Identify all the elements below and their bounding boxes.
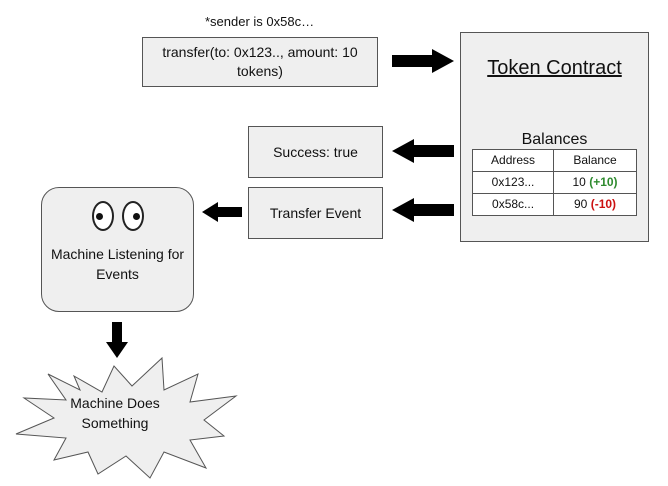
arrow-left-icon	[392, 139, 454, 163]
machine-box: Machine Listening for Events	[41, 187, 194, 312]
starburst-shape	[15, 356, 238, 479]
balance-value: 90	[574, 197, 588, 211]
arrow-right-icon	[392, 49, 454, 73]
transfer-call-box: transfer(to: 0x123.., amount: 10 tokens)	[142, 37, 378, 87]
balances-heading: Balances	[521, 131, 588, 148]
balance-cell: 10 (+10)	[553, 171, 637, 194]
balance-change: (-10)	[590, 197, 617, 211]
token-contract-box: Token Contract Balances Address Balance …	[460, 32, 649, 242]
outcome-label: Machine Does Something	[70, 395, 160, 431]
address-cell: 0x58c...	[471, 193, 555, 216]
machine-label: Machine Listening for Events	[50, 246, 185, 282]
address-cell: 0x123...	[471, 171, 555, 194]
contract-title: Token Contract	[487, 57, 622, 79]
transfer-call-text: transfer(to: 0x123.., amount: 10 tokens)	[162, 44, 358, 79]
balance-change: (+10)	[589, 175, 618, 189]
left-eye-icon	[92, 201, 114, 231]
table-row: 0x123... 10 (+10)	[471, 171, 637, 194]
right-eye-icon	[122, 201, 144, 231]
column-header-address: Address	[471, 149, 555, 172]
success-text: Success: true	[273, 143, 358, 160]
sender-note: *sender is 0x58c…	[205, 14, 315, 29]
event-text: Transfer Event	[269, 204, 362, 221]
arrow-left-icon	[392, 198, 454, 222]
balance-cell: 90 (-10)	[553, 193, 637, 216]
balance-value: 10	[572, 175, 586, 189]
balances-table: Address Balance 0x123... 10 (+10) 0x58c.…	[471, 149, 637, 216]
success-response-box: Success: true	[248, 126, 383, 178]
arrow-down-icon	[106, 322, 128, 358]
table-header-row: Address Balance	[471, 149, 637, 172]
column-header-balance: Balance	[553, 149, 637, 172]
transfer-event-box: Transfer Event	[248, 187, 383, 239]
table-row: 0x58c... 90 (-10)	[471, 193, 637, 216]
arrow-left-icon	[202, 202, 242, 222]
